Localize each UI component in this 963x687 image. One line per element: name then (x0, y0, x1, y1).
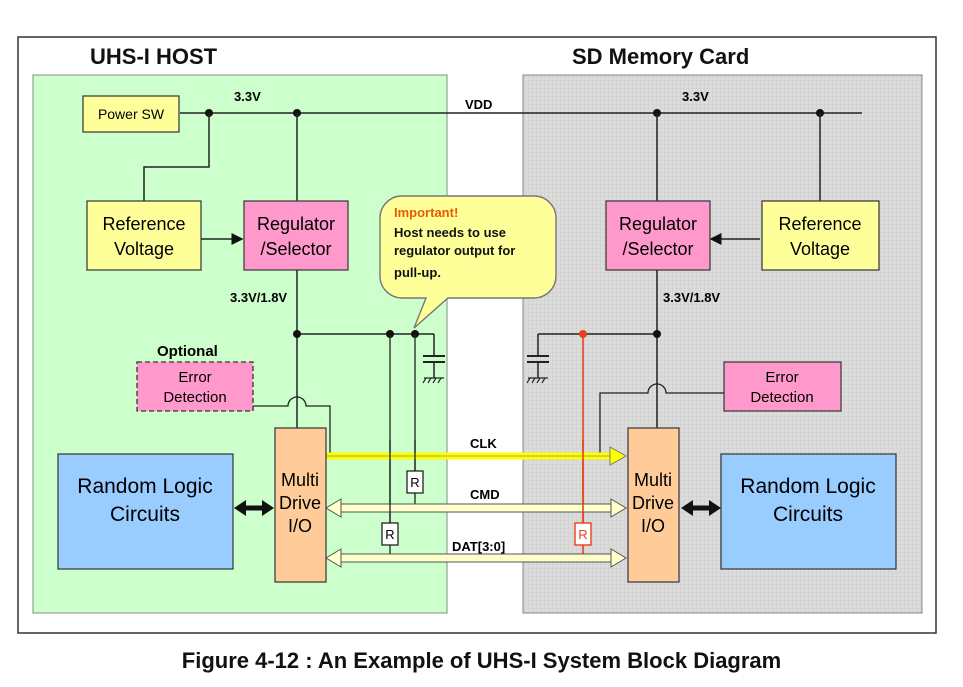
host-rl-line-1: Random Logic (77, 475, 212, 498)
card-reg-line-1: Regulator (619, 214, 697, 234)
important-callout: Important! Host needs to use regulator o… (379, 195, 557, 329)
callout-line-1: Host needs to use (394, 225, 506, 240)
card-random-logic: Random Logic Circuits (720, 453, 897, 570)
card-3v3-label: 3.3V (682, 89, 709, 104)
cmd-label: CMD (470, 487, 500, 502)
card-err-line-2: Detection (750, 389, 813, 406)
host-resistor-cmd-label: R (410, 475, 419, 490)
cmd-arrow-right (610, 498, 627, 518)
card-reg-line-2: /Selector (622, 239, 693, 259)
card-rl-line-1: Random Logic (740, 475, 875, 498)
figure-caption: Figure 4-12 : An Example of UHS-I System… (181, 648, 782, 673)
card-logic-io-arrow-right (709, 500, 721, 516)
cmd-arrow-left (325, 498, 342, 518)
host-vsel-label: 3.3V/1.8V (230, 290, 287, 305)
host-optional-label: Optional (157, 343, 218, 360)
card-ref-line-1: Reference (778, 214, 861, 234)
dat-arrow-right (610, 548, 627, 568)
host-reg-line-2: /Selector (260, 239, 331, 259)
host-resistor-dat-label: R (385, 527, 394, 542)
dat-line (339, 553, 613, 563)
card-regulator-selector: Regulator /Selector (605, 200, 711, 271)
host-reg-line-1: Regulator (257, 214, 335, 234)
dat-label: DAT[3:0] (452, 539, 505, 554)
host-ref-line-1: Reference (102, 214, 185, 234)
card-error-detection: Error Detection (723, 361, 842, 412)
card-title: SD Memory Card (572, 44, 749, 69)
host-ground-icon (422, 377, 444, 384)
card-resistor-dat-label: R (578, 527, 587, 542)
host-power-sw-label: Power SW (98, 106, 165, 122)
host-title: UHS-I HOST (90, 44, 218, 69)
dat-arrow-left (325, 548, 342, 568)
host-reference-voltage: Reference Voltage (86, 200, 202, 271)
card-multi-drive-io: Multi Drive I/O (627, 427, 680, 583)
vdd-label: VDD (465, 97, 492, 112)
host-random-logic: Random Logic Circuits (57, 453, 234, 570)
card-reference-voltage: Reference Voltage (761, 200, 880, 271)
host-err-line-2: Detection (163, 389, 226, 406)
card-ground-icon (526, 377, 548, 384)
host-multi-drive-io: Multi Drive I/O (274, 427, 327, 583)
card-ref-line-2: Voltage (790, 239, 850, 259)
host-md-line-1: Multi (281, 470, 319, 490)
card-logic-io-arrow-left (681, 500, 693, 516)
host-ref-wire (143, 113, 210, 201)
card-vsel-label: 3.3V/1.8V (663, 290, 720, 305)
host-md-line-3: I/O (288, 516, 312, 536)
host-error-wire (253, 396, 331, 455)
host-rail-node-1 (293, 330, 301, 338)
card-err-line-1: Error (765, 369, 798, 386)
clk-label: CLK (470, 436, 497, 451)
callout-line-3: pull-up. (394, 265, 441, 280)
cmd-line (339, 503, 613, 513)
host-power-sw: Power SW (82, 95, 180, 133)
host-3v3-label: 3.3V (234, 89, 261, 104)
callout-title: Important! (394, 205, 458, 220)
host-md-line-2: Drive (279, 493, 321, 513)
host-logic-io-arrow-left (234, 500, 246, 516)
card-md-line-3: I/O (641, 516, 665, 536)
host-err-line-1: Error (178, 369, 211, 386)
card-dat-pullup-node (579, 330, 587, 338)
card-md-line-2: Drive (632, 493, 674, 513)
callout-line-2: regulator output for (394, 243, 515, 258)
card-rail-node (653, 330, 661, 338)
host-logic-io-arrow-right (262, 500, 274, 516)
host-regulator-selector: Regulator /Selector (243, 200, 349, 271)
card-error-wire (599, 383, 724, 455)
host-error-detection: Error Detection (136, 361, 254, 412)
host-ref-line-2: Voltage (114, 239, 174, 259)
card-md-line-1: Multi (634, 470, 672, 490)
clk-arrow (609, 446, 628, 466)
card-rl-line-2: Circuits (773, 503, 843, 526)
host-rl-line-2: Circuits (110, 503, 180, 526)
